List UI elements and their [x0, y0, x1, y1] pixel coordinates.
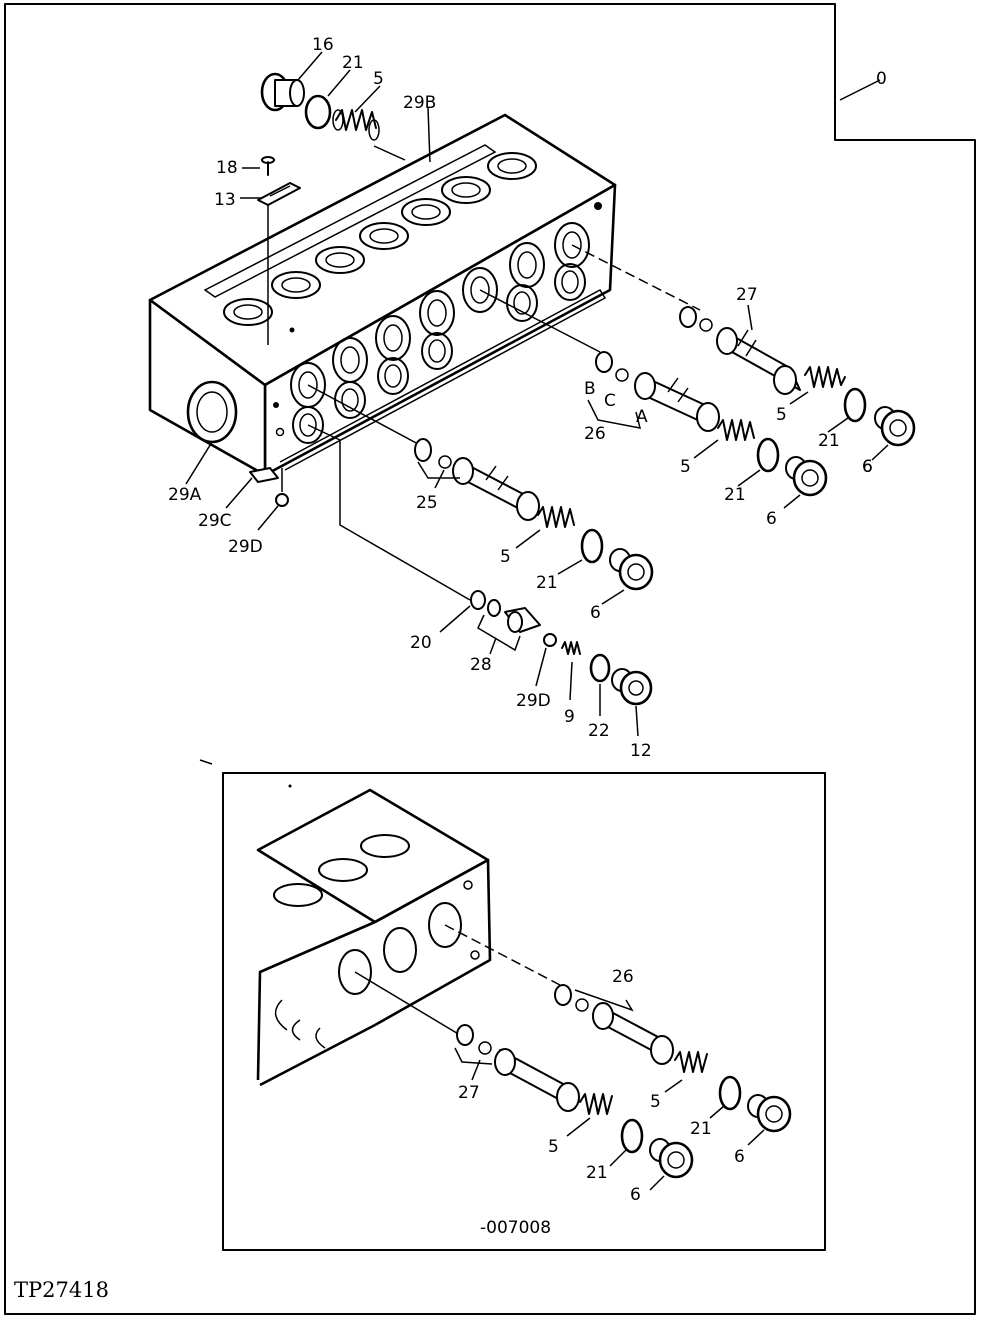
spool-25 [414, 438, 540, 521]
o-ring-21-mid [756, 437, 780, 473]
main-callout-25: 28 [470, 655, 492, 675]
main-callout-13: 21 [724, 485, 746, 505]
main-callout-30: 5 [776, 405, 787, 425]
main-callout-27: 9 [564, 707, 575, 727]
main-callout-6: 13 [214, 190, 236, 210]
main-callout-18: 29C [198, 511, 232, 531]
main-callout-15: 21 [818, 431, 840, 451]
main-callout-3: 5 [373, 69, 384, 89]
main-callout-12: 5 [680, 457, 691, 477]
page-border [4, 3, 976, 1315]
spring-5-top [332, 109, 380, 141]
main-callout-31: 6 [862, 457, 873, 477]
main-callout-20: 25 [416, 493, 438, 513]
o-ring-21-top [304, 94, 332, 130]
inset-callout-7: 6 [630, 1185, 641, 1205]
inset-callout-5: 21 [586, 1163, 608, 1183]
main-callout-23: 6 [590, 603, 601, 623]
inset-callout-1: 27 [458, 1083, 480, 1103]
inset-drawing-number: -007008 [480, 1218, 552, 1238]
spring-9 [561, 641, 581, 655]
inset-callout-6: 6 [734, 1147, 745, 1167]
main-callout-29: 12 [630, 741, 652, 761]
main-callout-28: 22 [588, 721, 610, 741]
main-callout-9: C [604, 391, 616, 411]
check-valve-28 [487, 599, 541, 633]
main-callout-7: 27 [736, 285, 758, 305]
leader-lines [185, 51, 889, 737]
main-callout-8: B [584, 379, 596, 399]
o-ring-21-right-upper [843, 387, 867, 423]
main-callout-11: 26 [584, 424, 606, 444]
main-callout-1: 16 [312, 35, 334, 55]
inset-detail [199, 759, 826, 1251]
plug-6-right-upper [874, 406, 916, 447]
plug-16 [260, 72, 305, 112]
main-callout-4: 29B [403, 93, 436, 113]
main-callout-21: 5 [500, 547, 511, 567]
spring-5-right-upper [804, 366, 846, 388]
part-29d-upper [275, 493, 289, 507]
main-callout-17: 29A [168, 485, 202, 505]
screw-18 [261, 156, 275, 176]
main-callout-5: 18 [216, 158, 238, 178]
main-callout-2: 21 [342, 53, 364, 73]
valve-block-main [148, 113, 617, 477]
main-callout-19: 29D [228, 537, 263, 557]
o-ring-21-lower [580, 528, 604, 564]
main-callout-10: A [636, 407, 648, 427]
ball-29d [543, 633, 557, 647]
main-callout-22: 21 [536, 573, 558, 593]
name-plate-13 [257, 182, 301, 206]
front-ports [290, 222, 590, 444]
plug-12 [611, 668, 653, 706]
main-callout-24: 20 [410, 633, 432, 653]
reference-number: TP27418 [14, 1278, 109, 1302]
callout-labels: 01621529B181327BCA26521621629A29C29D2552… [168, 35, 887, 1205]
spring-5-mid [717, 419, 755, 441]
top-ports [223, 152, 537, 326]
main-callout-16: 6 [862, 457, 873, 477]
main-callout-26: 29D [516, 691, 551, 711]
main-callout-14: 6 [766, 509, 777, 529]
o-ring-22 [589, 653, 611, 683]
plug-6-mid [785, 456, 828, 497]
ring-20 [470, 590, 486, 610]
spool-27-upper [679, 306, 801, 395]
main-callout-0: 0 [876, 69, 887, 89]
explosion-lines [267, 145, 701, 601]
part-29c [249, 467, 279, 483]
inset-callout-2: 5 [650, 1092, 661, 1112]
inset-callout-0: 26 [612, 967, 634, 987]
spring-5-lower [537, 506, 575, 528]
inset-callout-4: 21 [690, 1119, 712, 1139]
inset-callout-3: 5 [548, 1137, 559, 1157]
spool-26-main [595, 351, 720, 432]
plug-6-lower [609, 548, 654, 591]
